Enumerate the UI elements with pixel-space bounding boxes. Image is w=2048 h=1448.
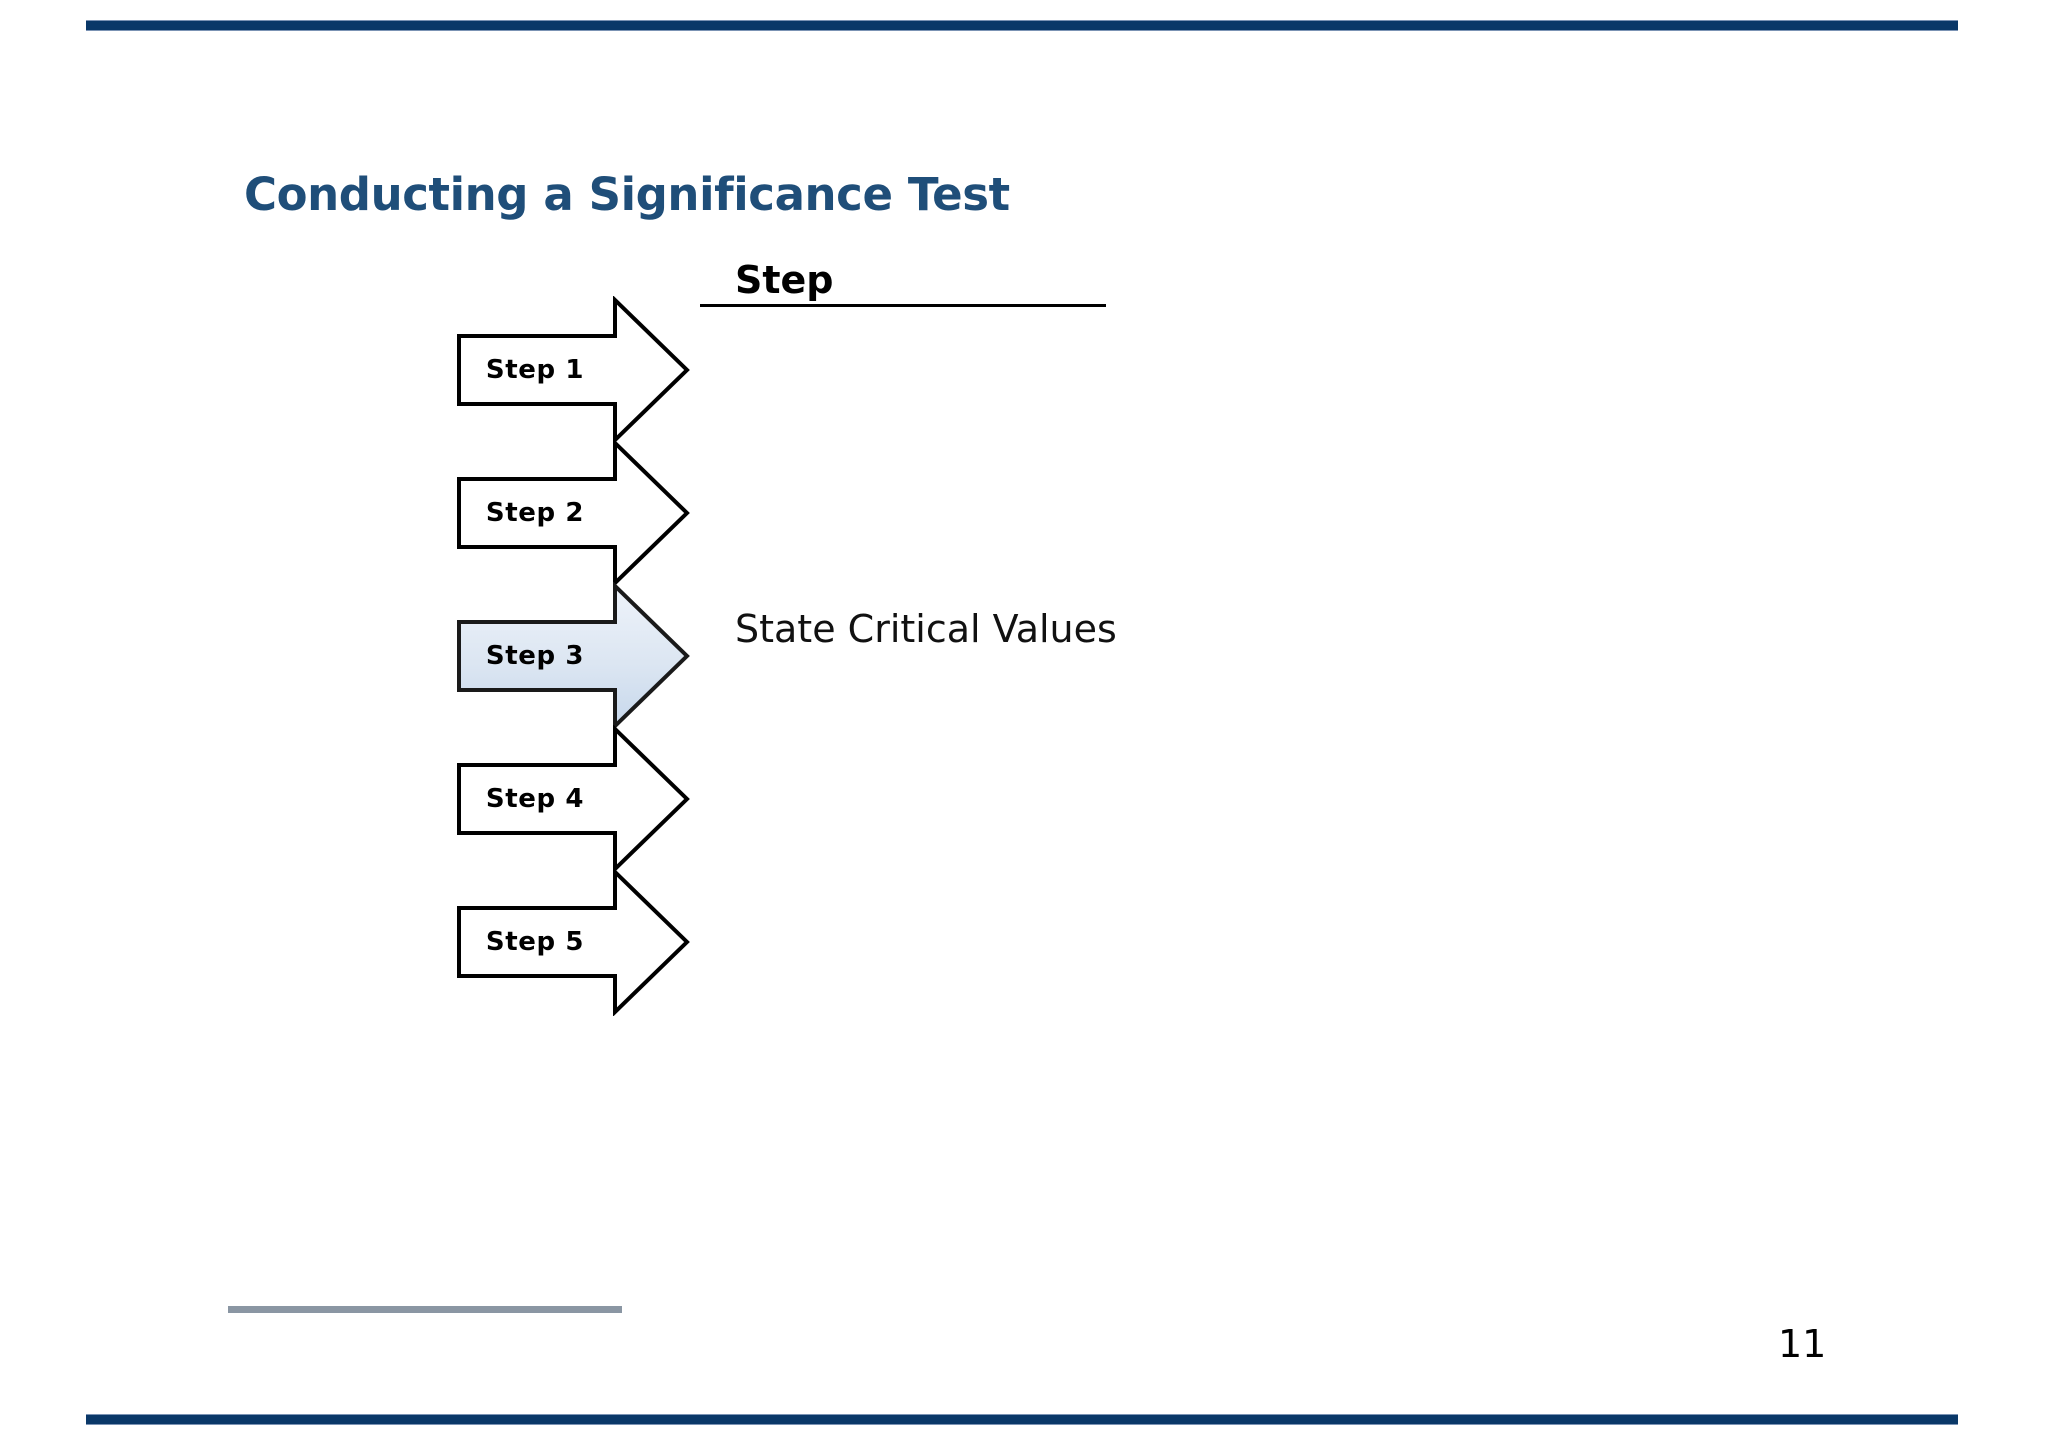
step-arrow-row-3[interactable]: Step 3 <box>455 582 691 730</box>
arrow-right-icon <box>457 439 690 587</box>
step-arrow-row-1[interactable]: Step 1 <box>455 296 691 444</box>
step-column-header: Step <box>735 258 834 302</box>
arrow-right-icon <box>457 868 690 1016</box>
step-description-3: State Critical Values <box>735 607 1117 651</box>
footer-divider <box>228 1306 622 1313</box>
step-column-header-underline <box>700 304 1106 307</box>
arrow-right-icon <box>457 582 690 730</box>
arrow-right-icon <box>457 725 690 873</box>
top-accent-rule <box>86 20 1958 31</box>
page-title: Conducting a Significance Test <box>244 168 1010 221</box>
bottom-accent-rule <box>86 1414 1958 1425</box>
step-arrow-row-2[interactable]: Step 2 <box>455 439 691 587</box>
step-arrow-stack: Step 1 Step 2 Step 3 <box>455 296 695 1016</box>
page-number: 11 <box>1778 1322 1827 1366</box>
step-arrow-row-5[interactable]: Step 5 <box>455 868 691 1016</box>
step-arrow-row-4[interactable]: Step 4 <box>455 725 691 873</box>
arrow-right-icon <box>457 296 690 444</box>
